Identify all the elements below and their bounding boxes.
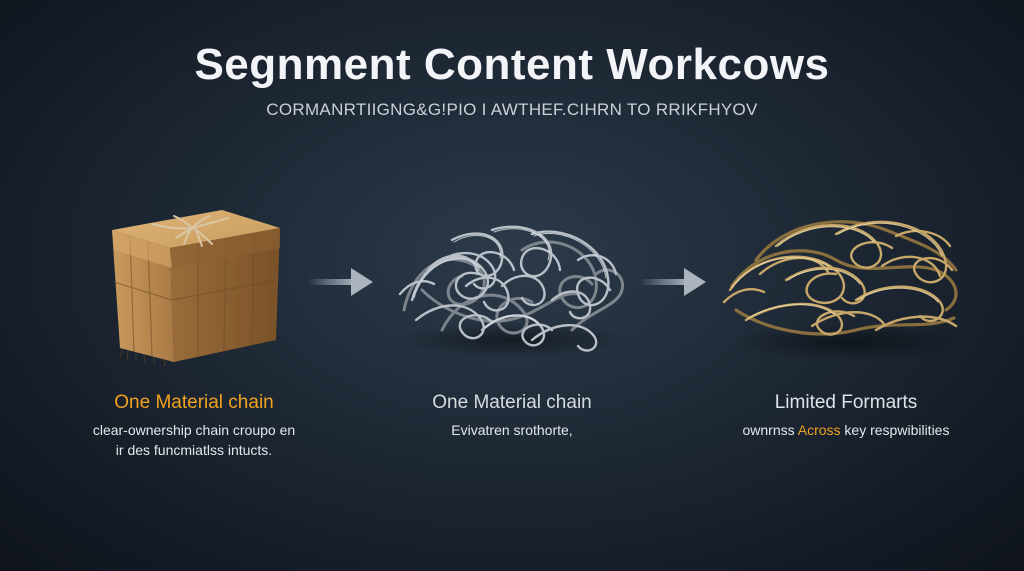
arrow-right-icon <box>307 268 373 296</box>
stage-description: clear-ownership chain croupo en ir des f… <box>64 420 324 460</box>
gold-wire-tangle-icon <box>722 220 964 360</box>
page-subtitle: CORMANRTIIGNG&G!PIO I AWTHEF.CIHRN TO RR… <box>266 100 758 119</box>
stage-wooden-box: One Material chain clear-ownership chain… <box>64 190 324 510</box>
stage-label: One Material chain <box>432 392 592 413</box>
stage-label: One Material chain <box>114 392 274 413</box>
arrow-right-icon <box>640 268 706 296</box>
description-highlight: Across <box>797 422 841 438</box>
description-text: key respwibilities <box>840 422 950 438</box>
stage-description: Evivatren srothorte, <box>382 420 642 440</box>
stage-description: ownrnss Across key respwibilities <box>716 420 976 440</box>
description-line: Evivatren srothorte, <box>451 422 573 438</box>
stage-silver-tangle: One Material chain Evivatren srothorte, <box>382 190 642 510</box>
wooden-box-icon <box>112 210 280 367</box>
stage-gold-tangle: Limited Formarts ownrnss Across key resp… <box>716 190 976 510</box>
description-line: ownrnss Across key respwibilities <box>716 420 976 440</box>
description-text: ownrnss <box>742 422 798 438</box>
silver-wire-tangle-icon <box>397 225 627 358</box>
description-line: ir des funcmiatlss intucts. <box>115 442 273 458</box>
page-title: Segnment Content Workcows <box>194 40 830 89</box>
stage-label: Limited Formarts <box>774 392 918 413</box>
description-line: clear-ownership chain croupo en <box>92 422 296 438</box>
